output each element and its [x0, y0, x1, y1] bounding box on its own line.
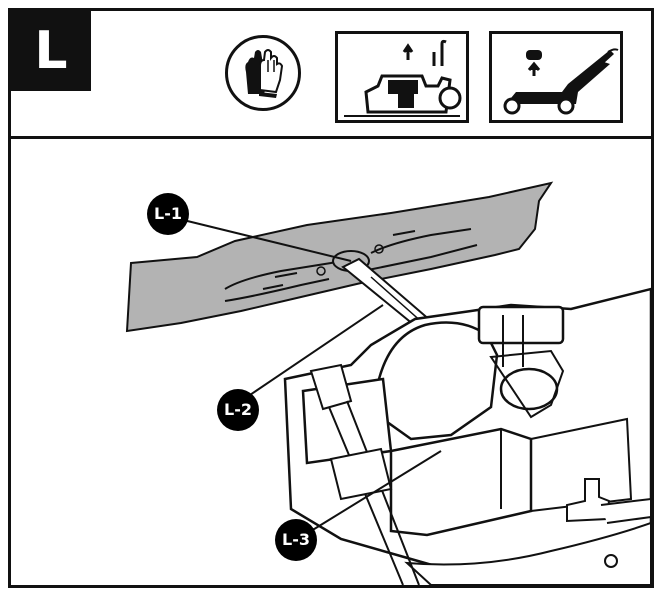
blade-removal-diagram: L-1 L-2 L-3 [11, 139, 651, 585]
callout-l1: L-1 [147, 193, 189, 235]
step-header: L [11, 11, 651, 139]
engine-lift-icon [335, 31, 469, 123]
step-letter-badge: L [11, 11, 91, 91]
mower-lift-icon [489, 31, 623, 123]
callout-l2: L-2 [217, 389, 259, 431]
instruction-frame: L [8, 8, 654, 588]
gloves-icon [225, 35, 301, 111]
callout-l3: L-3 [275, 519, 317, 561]
